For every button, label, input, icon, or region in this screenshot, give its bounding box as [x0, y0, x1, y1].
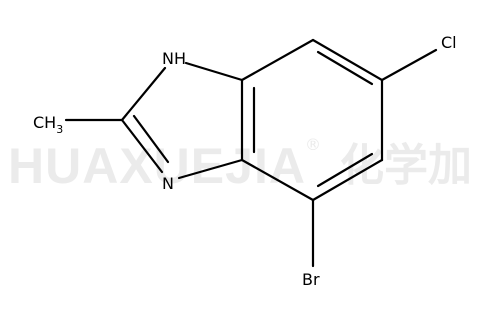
atom-label-cl: Cl — [441, 33, 457, 52]
bond-c5-c4 — [311, 158, 384, 202]
watermark: HUAXUEJIA ® 化学加 — [8, 135, 472, 194]
watermark-registered-mark: ® — [305, 135, 321, 154]
watermark-chinese: 化学加 — [340, 140, 472, 191]
methyl-subscript: 3 — [56, 123, 63, 136]
methyl-ch: CH — [33, 113, 56, 132]
atom-label-n: N — [162, 174, 174, 193]
bond-c7a-n1 — [184, 61, 244, 82]
bond-c7-c6-inner — [316, 50, 374, 86]
bond-c6-cl — [380, 48, 438, 82]
bond-n3-c3a — [177, 158, 244, 180]
bonds — [64, 38, 438, 268]
atom-labels: NH N CH3 Cl Br — [33, 33, 457, 289]
bond-c5-c4-inner — [316, 152, 374, 188]
bond-n1-c2 — [120, 66, 167, 122]
atom-label-br: Br — [302, 270, 320, 289]
bond-c2-n3-inner — [132, 114, 170, 164]
atom-label-nh: NH — [162, 49, 186, 68]
bond-c2-n3 — [120, 118, 164, 174]
bond-c4-c3a — [240, 158, 315, 202]
bond-c7a-c7 — [240, 38, 315, 82]
atom-label-methyl: CH3 — [33, 113, 63, 136]
bond-c7-c6 — [311, 38, 384, 82]
